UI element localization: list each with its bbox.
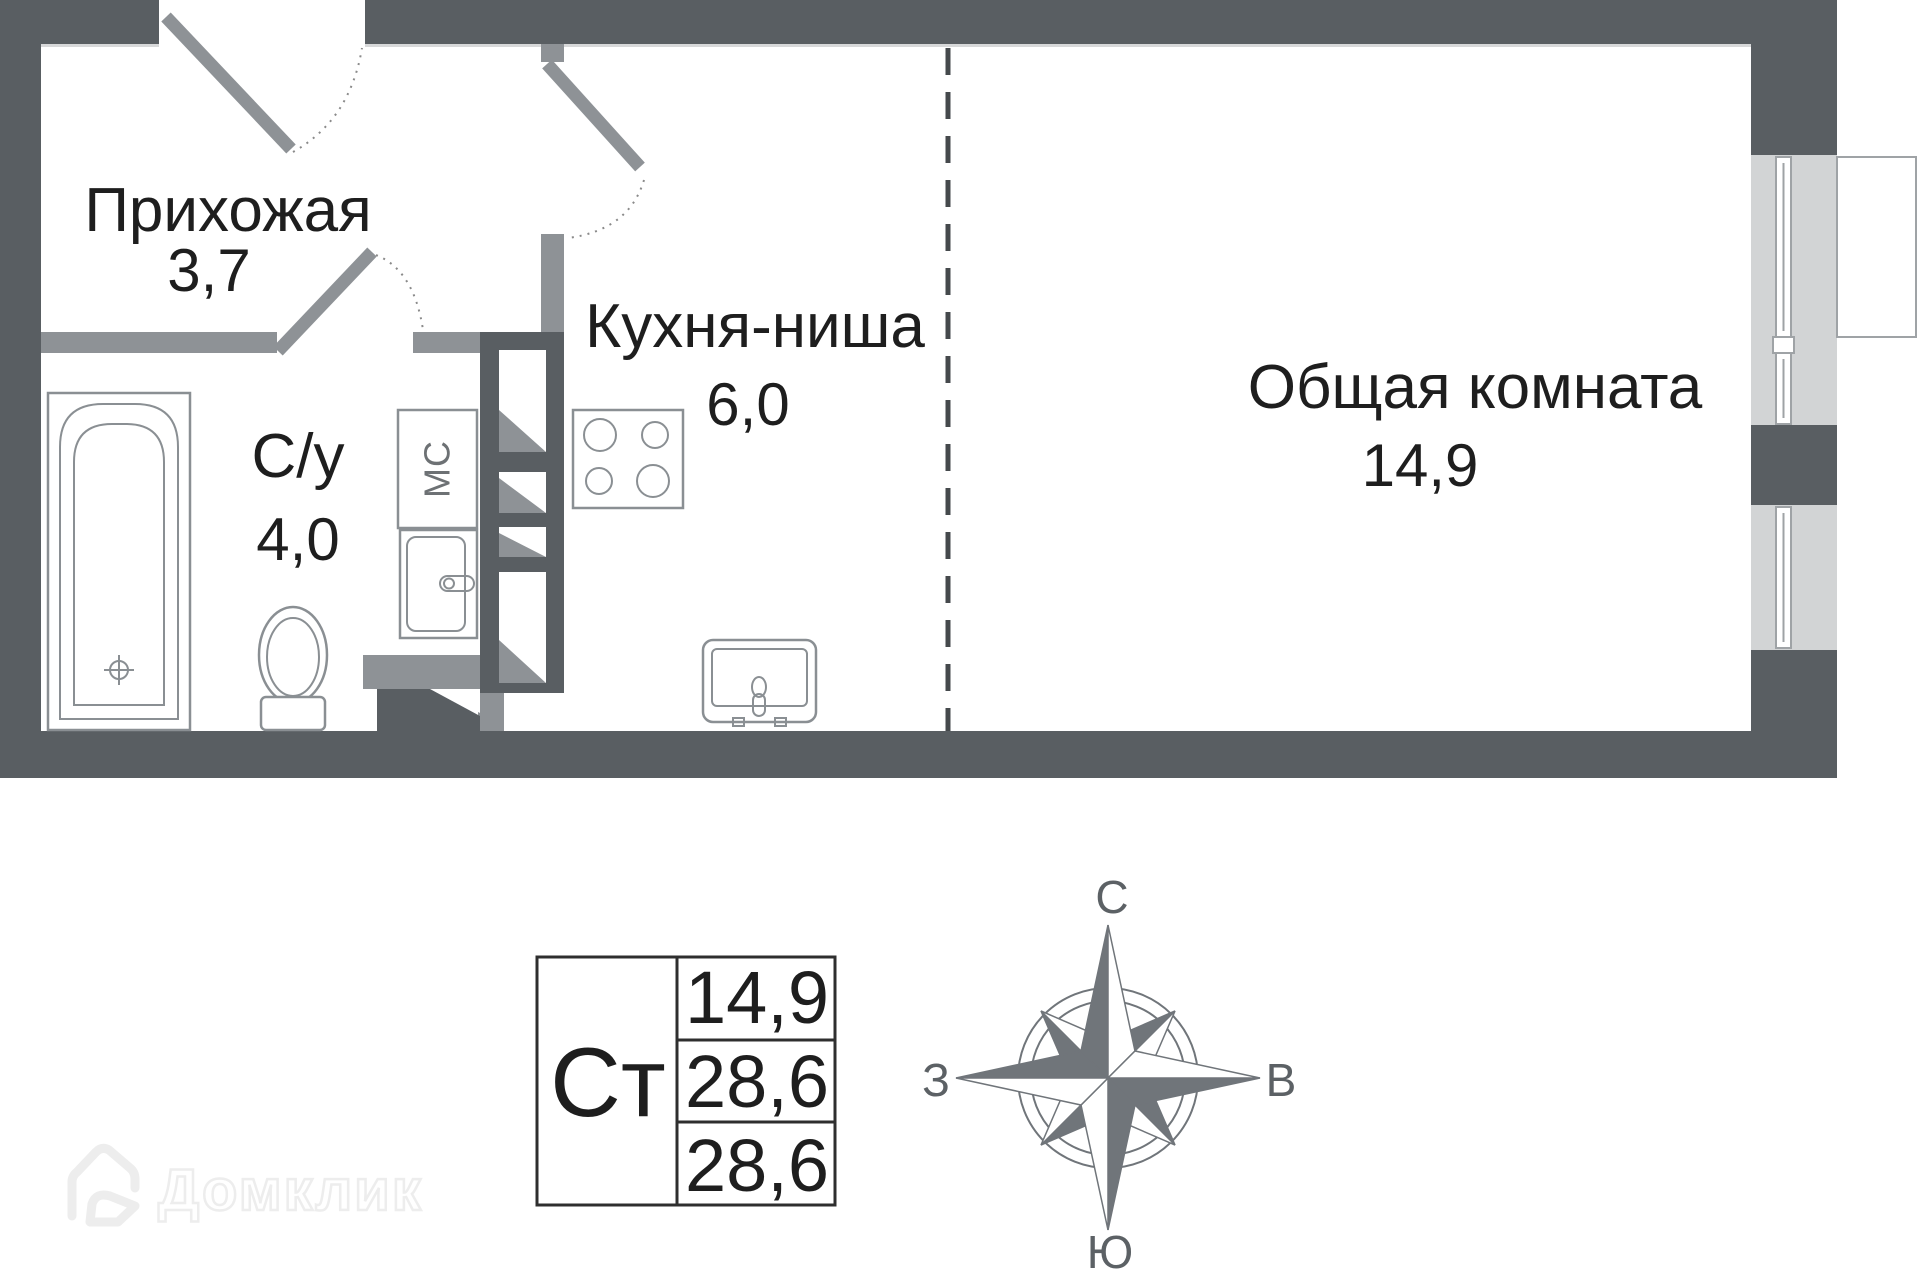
area-table: Ст 14,9 28,6 28,6	[535, 955, 837, 1207]
wall-top-edge-highlight-left	[41, 44, 159, 47]
partition-hall-right	[413, 332, 480, 353]
room-label-hallway: Прихожая	[84, 176, 371, 245]
window-zone	[1751, 155, 1917, 650]
window-band-upper	[1751, 155, 1837, 425]
room-area-kitchen: 6,0	[706, 371, 789, 438]
vent-shaft-leg	[478, 693, 504, 731]
watermark-brand-text: Домклик	[158, 1158, 423, 1223]
entrance-door-leaf	[161, 12, 296, 154]
wall-right-mid	[1751, 425, 1837, 505]
compass-long-points	[955, 924, 1261, 1231]
partition-kitchen-stub	[541, 234, 564, 332]
watermark: Домклик	[67, 1143, 423, 1227]
living-area-value: 14,9	[685, 956, 829, 1039]
wall-left	[0, 0, 41, 778]
vent-shaft	[478, 332, 564, 731]
bathroom-duct-dark	[377, 689, 480, 731]
room-area-hallway: 3,7	[167, 237, 250, 304]
kitchen-sink	[701, 638, 818, 727]
compass-west-label: З	[922, 1054, 950, 1106]
window-frame-upper	[1772, 156, 1795, 425]
wall-bottom	[0, 731, 1837, 778]
kitchen-door-leaf	[542, 59, 645, 172]
stove	[571, 408, 685, 510]
room-label-kitchen: Кухня-ниша	[585, 292, 925, 361]
vent-shaft-flags	[499, 410, 546, 683]
room-labels: Прихожая 3,7 С/у 4,0 Кухня-ниша 6,0 Обща…	[84, 176, 1702, 573]
partition-kitchen-jamb	[541, 44, 564, 62]
room-area-bathroom: 4,0	[256, 506, 339, 573]
bathroom-door-arc	[375, 254, 424, 331]
total-area-value: 28,6	[685, 1040, 829, 1123]
compass-north-label: С	[1095, 871, 1128, 923]
bathroom-duct	[363, 655, 480, 731]
bathtub-drain	[104, 655, 134, 685]
bathroom-duct-wedge	[433, 689, 480, 713]
room-label-bathroom: С/у	[252, 422, 345, 491]
bathroom-door-leaf	[273, 247, 377, 356]
apartment-type-label: Ст	[550, 1027, 666, 1137]
balcony-outline	[1836, 156, 1917, 338]
wall-top	[365, 0, 1837, 44]
wall-right-top	[1751, 0, 1837, 155]
bathroom-sink	[398, 528, 479, 640]
partition-walls	[41, 44, 564, 353]
entrance-door-arc	[292, 47, 363, 153]
watermark-house-icon	[67, 1143, 140, 1227]
doors	[161, 12, 645, 356]
room-area-living: 14,9	[1362, 432, 1479, 499]
washing-machine-label: МС	[417, 440, 458, 498]
washing-machine: МС	[396, 408, 479, 530]
kitchen-door-arc	[567, 179, 645, 239]
outer-walls	[0, 0, 1837, 778]
wall-top-edge-highlight	[365, 44, 1751, 47]
window-band-lower	[1751, 505, 1837, 650]
bathroom-duct-bar	[363, 655, 480, 689]
partition-hall-left	[41, 332, 277, 353]
room-label-living: Общая комната	[1248, 353, 1703, 422]
wall-right-bottom	[1751, 650, 1837, 778]
compass-south-label: Ю	[1087, 1226, 1133, 1273]
window-frame-lower	[1775, 506, 1792, 649]
compass-east-label: В	[1266, 1054, 1297, 1106]
reduced-total-area-value: 28,6	[685, 1124, 829, 1207]
bathtub	[46, 391, 192, 732]
toilet	[257, 605, 329, 732]
compass-rose: С В З Ю	[922, 871, 1296, 1273]
